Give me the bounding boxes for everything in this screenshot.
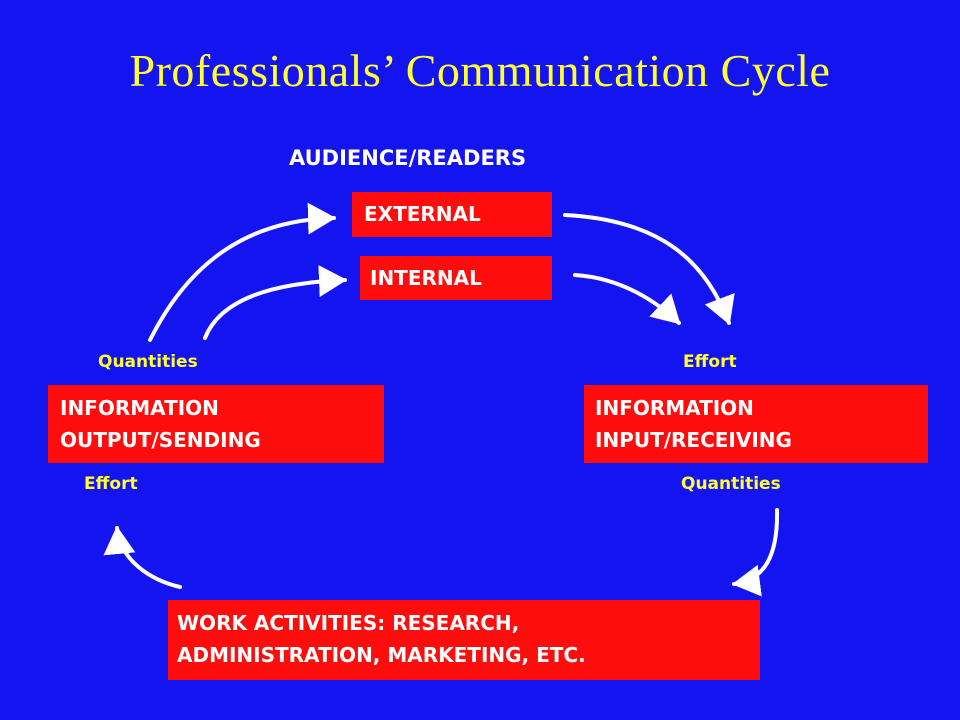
arrow-external-to-effort bbox=[563, 213, 735, 325]
arrow-work-to-effort bbox=[103, 526, 182, 589]
input-line-2: INPUT/RECEIVING bbox=[595, 428, 792, 452]
audience-label: AUDIENCE/READERS bbox=[289, 146, 527, 170]
input-line-1: INFORMATION bbox=[595, 396, 754, 420]
arrow-quantities-to-internal bbox=[203, 265, 347, 340]
internal-box-text: INTERNAL bbox=[370, 266, 482, 290]
arrow-quantities-to-external bbox=[148, 202, 336, 342]
arrow-quantities-to-work bbox=[732, 508, 780, 597]
quantities-left-label: Quantities bbox=[98, 352, 198, 372]
information-input-box: INFORMATION INPUT/RECEIVING bbox=[584, 385, 928, 463]
work-line-1: WORK ACTIVITIES: RESEARCH, bbox=[177, 611, 520, 635]
internal-box: INTERNAL bbox=[360, 256, 552, 300]
external-box: EXTERNAL bbox=[352, 192, 552, 237]
arrow-internal-to-effort bbox=[573, 273, 681, 325]
quantities-right-label: Quantities bbox=[681, 474, 781, 494]
effort-right-label: Effort bbox=[683, 352, 737, 372]
work-line-2: ADMINISTRATION, MARKETING, ETC. bbox=[177, 643, 586, 667]
output-line-2: OUTPUT/SENDING bbox=[60, 428, 261, 452]
external-box-text: EXTERNAL bbox=[364, 202, 481, 226]
work-activities-box: WORK ACTIVITIES: RESEARCH, ADMINISTRATIO… bbox=[168, 600, 760, 680]
output-line-1: INFORMATION bbox=[60, 396, 219, 420]
effort-left-label: Effort bbox=[84, 474, 138, 494]
information-output-box: INFORMATION OUTPUT/SENDING bbox=[48, 385, 384, 463]
slide-title: Professionals’ Communication Cycle bbox=[129, 45, 831, 96]
